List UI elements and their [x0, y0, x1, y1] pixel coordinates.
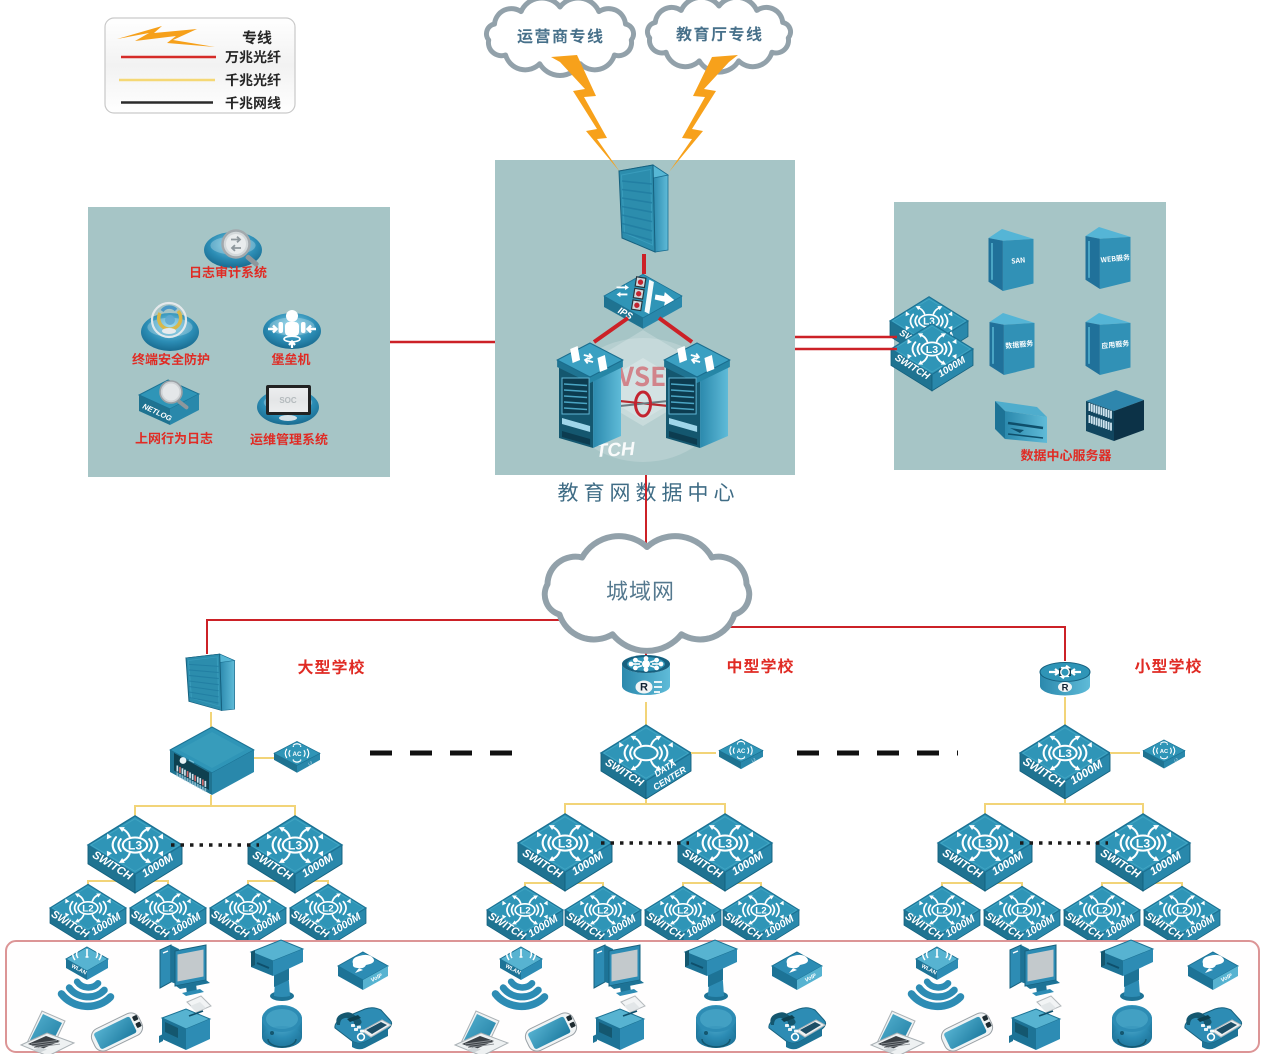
svg-text:L3: L3 — [923, 317, 935, 328]
svg-text:L3: L3 — [1136, 836, 1151, 850]
svg-text:L2: L2 — [1176, 906, 1188, 917]
svg-text:L3: L3 — [978, 836, 993, 850]
svg-text:L3: L3 — [718, 836, 733, 850]
svg-text:SOC: SOC — [279, 396, 297, 405]
svg-text:L3: L3 — [128, 838, 143, 852]
svg-text:L3: L3 — [307, 760, 313, 766]
svg-text:L2: L2 — [162, 904, 174, 915]
svg-text:L2: L2 — [755, 906, 767, 917]
svg-text:TCH: TCH — [595, 439, 636, 462]
svg-text:L3: L3 — [288, 838, 303, 852]
svg-text:L2: L2 — [1016, 906, 1028, 917]
svg-text:R: R — [640, 682, 648, 694]
svg-text:L3: L3 — [558, 836, 573, 850]
svg-text:AC: AC — [293, 751, 302, 758]
svg-text:VoIP: VoIP — [370, 973, 384, 984]
svg-text:L2: L2 — [1096, 906, 1108, 917]
svg-text:R: R — [1062, 683, 1069, 694]
svg-text:L2: L2 — [242, 904, 254, 915]
svg-text:L2: L2 — [322, 904, 334, 915]
svg-text:L3: L3 — [1173, 757, 1178, 762]
svg-text:L3: L3 — [926, 345, 939, 356]
svg-text:VoIP: VoIP — [1220, 973, 1234, 984]
svg-text:VoIP: VoIP — [804, 973, 818, 984]
svg-text:L3: L3 — [1058, 748, 1072, 760]
svg-text:L2: L2 — [597, 906, 609, 917]
svg-text:L2: L2 — [82, 904, 94, 915]
svg-text:AC: AC — [1160, 749, 1168, 755]
svg-text:L3: L3 — [751, 757, 756, 762]
svg-text:L2: L2 — [519, 906, 531, 917]
svg-text:L2: L2 — [677, 906, 689, 917]
svg-text:L2: L2 — [936, 906, 948, 917]
svg-text:AC: AC — [737, 749, 746, 755]
